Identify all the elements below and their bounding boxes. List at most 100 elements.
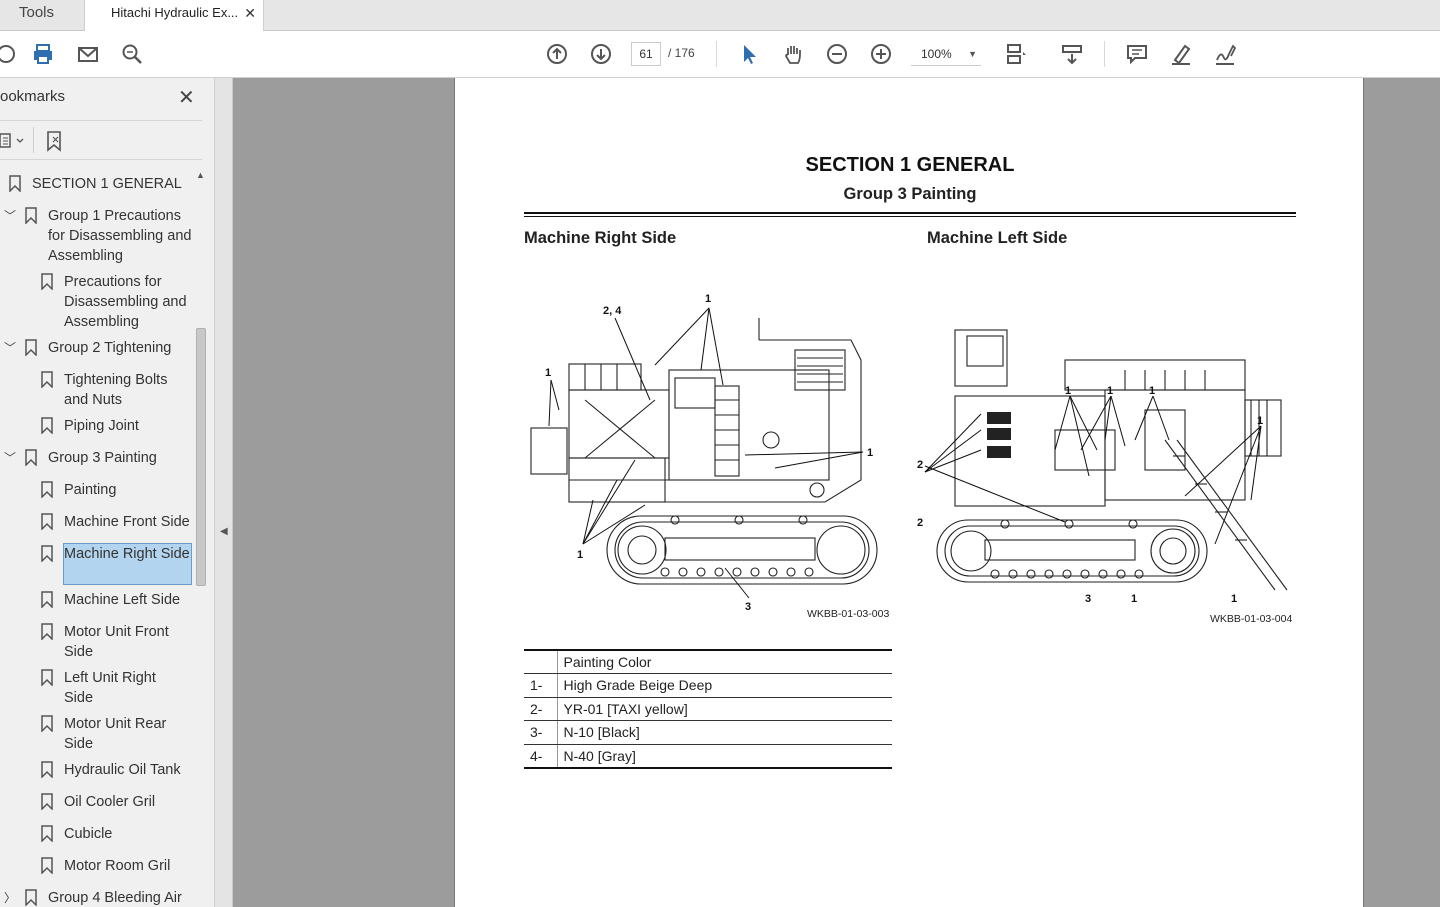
- bookmark-motor-unit-front-side[interactable]: Motor Unit Front Side: [64, 624, 169, 660]
- zoom-select[interactable]: 100% ▼: [911, 42, 981, 66]
- bookmark-icon: [41, 669, 53, 686]
- table-row: 2- YR-01 [TAXI yellow]: [524, 697, 892, 721]
- tab-document[interactable]: Hitachi Hydraulic Ex... ✕: [84, 0, 264, 32]
- bookmark-icon: [41, 623, 53, 640]
- table-cell-color: High Grade Beige Deep: [557, 673, 892, 698]
- bookmark-motor-unit-rear-side[interactable]: Motor Unit Rear Side: [64, 716, 167, 752]
- bookmark-section-1-general[interactable]: SECTION 1 GENERAL: [32, 176, 182, 192]
- scroll-up-icon[interactable]: ▲: [196, 170, 205, 180]
- figure-id-right: WKBB-01-03-003: [807, 608, 890, 620]
- bookmark-tightening-bolts[interactable]: Tightening Bolts and Nuts: [64, 372, 168, 408]
- search-icon[interactable]: [118, 40, 146, 68]
- table-header-painting-color: Painting Color: [557, 649, 892, 674]
- callout-left-2-a: 2: [917, 459, 923, 471]
- close-tab-icon[interactable]: ✕: [244, 5, 256, 21]
- bookmark-oil-cooler-gril[interactable]: Oil Cooler Gril: [64, 794, 156, 810]
- close-icon[interactable]: ✕: [178, 87, 195, 109]
- options-menu-icon[interactable]: [0, 131, 28, 156]
- highlight-icon[interactable]: [1167, 40, 1195, 68]
- bookmark-icon: [41, 417, 53, 434]
- page-title: SECTION 1 GENERAL: [805, 154, 1015, 176]
- bookmark-hydraulic-oil-tank[interactable]: Hydraulic Oil Tank: [64, 762, 181, 778]
- bookmark-motor-room-gril[interactable]: Motor Room Gril: [64, 858, 171, 874]
- bookmark-scrollbar[interactable]: ▲: [194, 168, 208, 907]
- chevron-down-icon[interactable]: ﹀: [4, 341, 17, 355]
- comment-icon[interactable]: [1123, 40, 1151, 68]
- table-row: 3- N-10 [Black]: [524, 720, 892, 745]
- page-up-icon[interactable]: [543, 40, 571, 68]
- bookmark-piping-joint[interactable]: Piping Joint: [64, 418, 139, 434]
- table-cell: [524, 649, 558, 674]
- toolbar-divider: [1104, 41, 1105, 67]
- mail-icon[interactable]: [74, 40, 102, 68]
- bookmark-machine-front-side[interactable]: Machine Front Side: [64, 514, 190, 530]
- bookmark-group-3[interactable]: Group 3 Painting: [48, 450, 157, 466]
- bookmark-icon: [41, 273, 53, 290]
- heading-machine-left-side: Machine Left Side: [927, 229, 1068, 247]
- callout-left-3: 3: [1085, 593, 1091, 605]
- page-down-icon[interactable]: [587, 40, 615, 68]
- painting-color-table: Painting Color 1- High Grade Beige Deep …: [524, 649, 892, 769]
- select-cursor-icon[interactable]: [735, 40, 763, 68]
- bookmark-group-2[interactable]: Group 2 Tightening: [48, 340, 172, 356]
- bookmark-icon: [25, 207, 37, 224]
- pdf-page: SECTION 1 GENERAL Group 3 Painting Machi…: [454, 78, 1364, 907]
- table-cell-color: N-10 [Black]: [557, 720, 892, 745]
- title-rule-thin: [524, 216, 1296, 217]
- tab-tools[interactable]: Tools: [19, 4, 55, 21]
- figure-id-left: WKBB-01-03-004: [1210, 613, 1293, 625]
- page-view-icon[interactable]: [1001, 40, 1029, 68]
- collapse-left-icon[interactable]: ◀: [220, 526, 228, 537]
- bookmark-machine-left-side[interactable]: Machine Left Side: [64, 592, 181, 608]
- bookmark-precautions[interactable]: Precautions for Disassembling and Assemb…: [64, 274, 187, 330]
- scrollbar-thumb[interactable]: [196, 328, 206, 586]
- callout-left-1-a: 1: [1065, 385, 1071, 397]
- callout-right-2-4: 2, 4: [603, 305, 622, 317]
- page-number-input[interactable]: 61: [631, 42, 661, 66]
- bookmarks-toolbar: [0, 120, 202, 160]
- chevron-down-icon[interactable]: ﹀: [4, 209, 17, 223]
- zoom-value: 100%: [921, 47, 952, 61]
- bookmark-icon: [25, 449, 37, 466]
- chevron-down-icon[interactable]: ﹀: [4, 451, 17, 465]
- callout-left-1-e: 1: [1131, 593, 1137, 605]
- bookmark-icon: [9, 175, 21, 192]
- machine-left-side-figure: 1 1 1 1 2 2 3 1 1: [917, 329, 1288, 605]
- toolbar-divider: [716, 41, 717, 67]
- callout-left-1-d: 1: [1257, 415, 1263, 427]
- callout-right-3: 3: [745, 601, 751, 610]
- chevron-down-icon: ▼: [968, 49, 977, 59]
- panel-collapse-strip[interactable]: ◀: [215, 78, 233, 907]
- zoom-in-icon[interactable]: [867, 40, 895, 68]
- title-rule: [524, 212, 1296, 214]
- callout-right-1-bottom: 1: [577, 549, 583, 561]
- callout-right-1-left: 1: [545, 367, 551, 379]
- sign-icon[interactable]: [1211, 40, 1239, 68]
- scroll-mode-icon[interactable]: [1058, 40, 1086, 68]
- bookmark-painting[interactable]: Painting: [64, 482, 117, 498]
- add-bookmark-icon[interactable]: [45, 130, 65, 157]
- table-cell-num: 4-: [524, 744, 558, 769]
- bookmark-group-4[interactable]: Group 4 Bleeding Air: [48, 890, 182, 906]
- bookmark-cubicle[interactable]: Cubicle: [64, 826, 113, 842]
- bookmark-left-unit-right-side[interactable]: Left Unit Right Side: [64, 670, 156, 706]
- table-row: 1- High Grade Beige Deep: [524, 673, 892, 698]
- bookmark-group-1[interactable]: Group 1 Precautions for Disassembling an…: [48, 208, 192, 264]
- share-icon[interactable]: [0, 40, 20, 68]
- heading-machine-right-side: Machine Right Side: [524, 229, 677, 247]
- bookmark-machine-right-side[interactable]: Machine Right Side: [63, 543, 192, 585]
- tab-document-label: Hitachi Hydraulic Ex...: [111, 5, 239, 20]
- chevron-right-icon[interactable]: 〉: [4, 891, 17, 905]
- document-viewer: ◀ SECTION 1 GENERAL Group 3 Painting Mac…: [215, 78, 1440, 907]
- bookmark-icon: [41, 761, 53, 778]
- print-icon[interactable]: [29, 40, 57, 68]
- machine-right-side-figure: 2, 4 1 1 1 1 3: [530, 293, 878, 610]
- table-header-row: Painting Color: [524, 649, 892, 674]
- bookmark-icon: [41, 371, 53, 388]
- bookmark-icon: [41, 591, 53, 608]
- table-cell-num: 3-: [524, 720, 558, 745]
- callout-right-1-top: 1: [705, 293, 711, 305]
- hand-icon[interactable]: [779, 40, 807, 68]
- bookmark-icon: [41, 481, 53, 498]
- zoom-out-icon[interactable]: [823, 40, 851, 68]
